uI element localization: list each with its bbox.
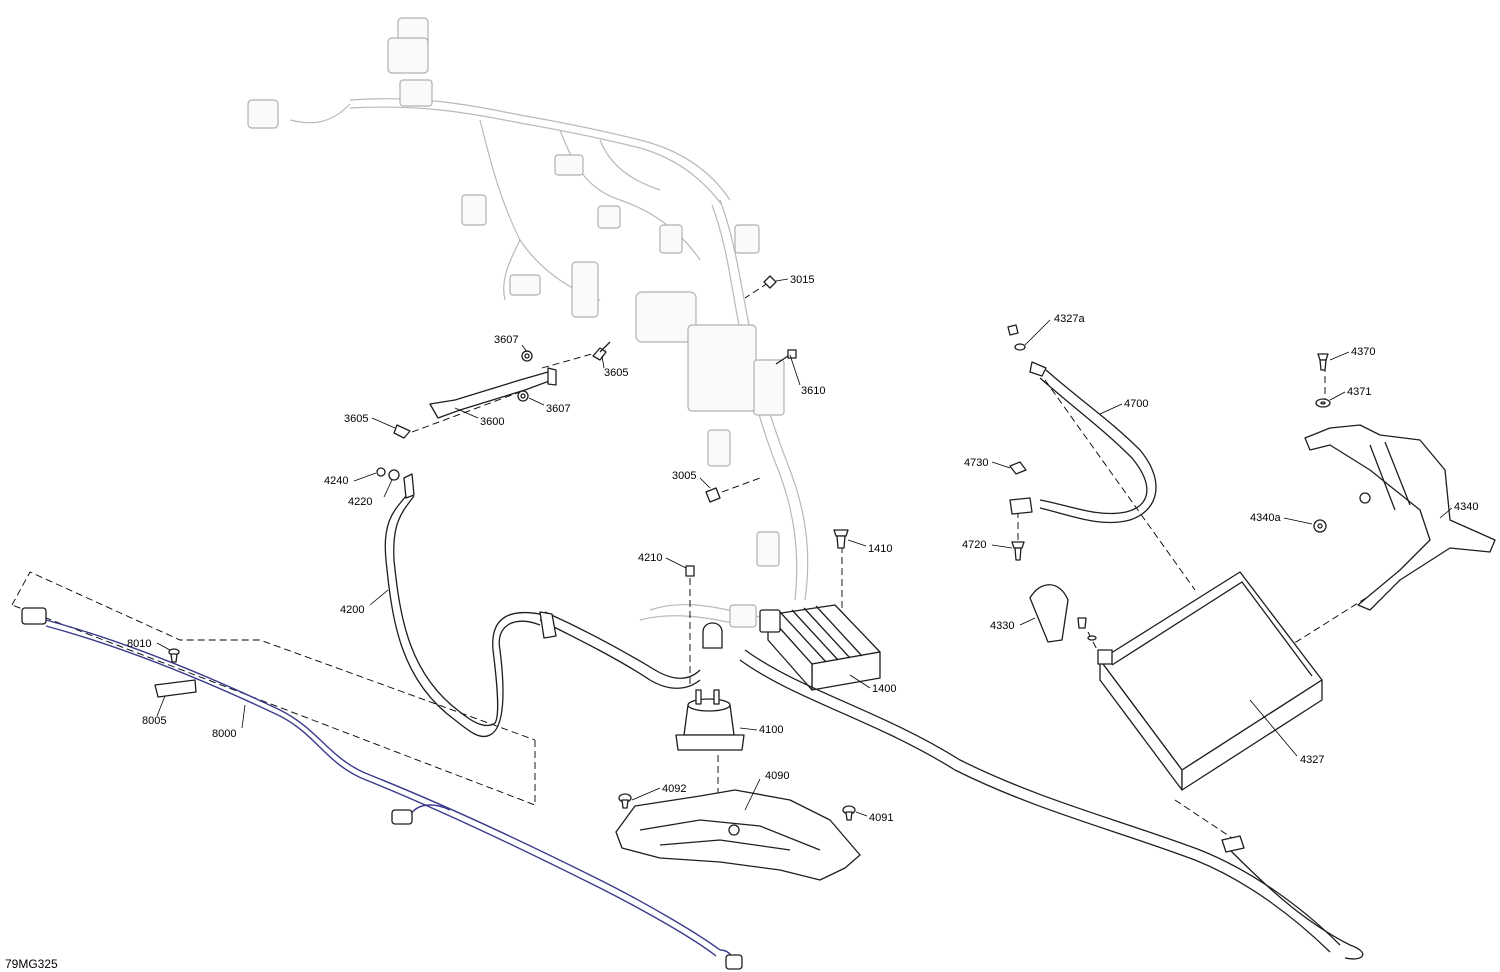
callout-8005: 8005 <box>142 715 166 727</box>
screw-4091 <box>842 805 856 821</box>
callout-4327: 4327 <box>1300 754 1324 766</box>
bolt-3605-left <box>393 424 411 439</box>
harness-8000 <box>21 607 743 970</box>
screw-8010 <box>168 648 180 663</box>
callout-4210: 4210 <box>638 552 662 564</box>
callout-1410: 1410 <box>868 543 892 555</box>
screw-4092 <box>618 793 632 809</box>
callout-4091: 4091 <box>869 812 893 824</box>
cable-4200 <box>376 467 701 738</box>
bolt-3605-right <box>592 341 611 361</box>
callout-3605-right: 3605 <box>604 367 628 379</box>
callout-4240: 4240 <box>324 475 348 487</box>
cap-4210 <box>685 565 723 649</box>
main-wiring-harness <box>247 17 821 628</box>
callout-4340: 4340 <box>1454 501 1478 513</box>
callout-3605-left: 3605 <box>344 413 368 425</box>
callout-4340a: 4340a <box>1250 512 1281 524</box>
cable-main-lower <box>739 649 1364 960</box>
callout-4090: 4090 <box>765 770 789 782</box>
callout-4092: 4092 <box>662 783 686 795</box>
callout-4700: 4700 <box>1124 398 1148 410</box>
nut-3607-bottom <box>517 390 529 402</box>
callout-4200: 4200 <box>340 604 364 616</box>
callout-4330: 4330 <box>990 620 1014 632</box>
callout-3607-bottom: 3607 <box>546 403 570 415</box>
callout-3610: 3610 <box>801 385 825 397</box>
battery-4327 <box>1097 571 1323 791</box>
callout-3005: 3005 <box>672 470 696 482</box>
bolt-1410 <box>833 529 849 549</box>
callout-4100: 4100 <box>759 724 783 736</box>
callout-4371: 4371 <box>1347 386 1371 398</box>
terminal-cap-4330 <box>1029 584 1097 643</box>
cable-4700 <box>1007 324 1157 524</box>
nut-4340a-mounted <box>1359 492 1371 504</box>
bolt-4720 <box>1011 541 1025 561</box>
callout-4327a: 4327a <box>1054 313 1085 325</box>
bracket-3600 <box>429 367 557 419</box>
callout-1400: 1400 <box>872 683 896 695</box>
voltage-regulator-1400 <box>759 604 881 691</box>
nut-3607-top <box>521 350 533 362</box>
callout-4730: 4730 <box>964 457 988 469</box>
solenoid-4100 <box>675 689 745 751</box>
battery-holder-4340 <box>1304 424 1496 611</box>
leader-lines <box>156 278 1453 817</box>
washer-4371 <box>1315 398 1331 408</box>
bolt-3610 <box>775 349 797 365</box>
callout-8010: 8010 <box>127 638 151 650</box>
callout-3600: 3600 <box>480 416 504 428</box>
callout-4220: 4220 <box>348 496 372 508</box>
drawing-reference: 79MG325 <box>5 957 58 971</box>
clip-3015 <box>763 275 777 289</box>
callout-3015: 3015 <box>790 274 814 286</box>
callout-3607-top: 3607 <box>494 334 518 346</box>
clip-8005 <box>154 679 197 698</box>
bolt-4370 <box>1317 353 1329 371</box>
callout-4720: 4720 <box>962 539 986 551</box>
nut-4730 <box>1009 461 1027 475</box>
bolt-3005 <box>705 487 721 503</box>
callout-4370: 4370 <box>1351 346 1375 358</box>
bracket-4090 <box>615 789 861 881</box>
callout-8000: 8000 <box>212 728 236 740</box>
nut-4340a <box>1313 519 1327 533</box>
callout-labels: 3015 3607 3605 3610 3605 3600 3607 4240 … <box>5 274 1478 971</box>
